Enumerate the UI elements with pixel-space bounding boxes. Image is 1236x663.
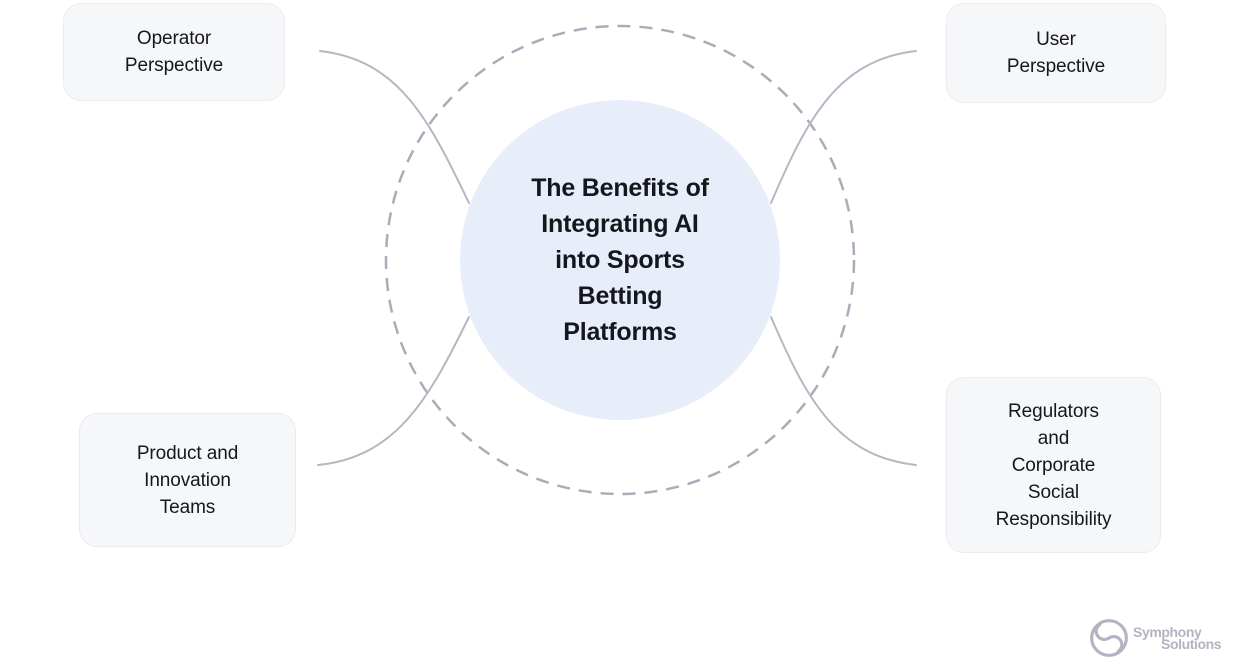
node-label: Operator Perspective <box>124 28 224 76</box>
node-label: Product and Innovation Teams <box>136 442 239 518</box>
node-label: User Perspective <box>1006 29 1106 77</box>
center-circle <box>460 100 780 420</box>
symphony-solutions-logo: Symphony Solutions <box>1088 617 1222 659</box>
logo-word-symphony: Symphony <box>1133 624 1202 640</box>
connector-product-innovation-teams <box>317 316 470 466</box>
logo-word-solutions: Solutions <box>1161 636 1222 652</box>
node-user-perspective: User Perspective <box>946 3 1166 103</box>
connector-regulators-csr <box>770 316 917 466</box>
node-label: Regulators and Corporate Social Responsi… <box>995 400 1112 530</box>
connector-user-perspective <box>770 50 917 204</box>
node-regulators-csr: Regulators and Corporate Social Responsi… <box>946 377 1161 553</box>
node-product-innovation-teams: Product and Innovation Teams <box>79 413 296 547</box>
node-operator-perspective: Operator Perspective <box>63 3 285 101</box>
logo-wordmark: Symphony Solutions <box>1133 624 1222 652</box>
connector-operator-perspective <box>319 50 470 204</box>
dashed-orbit-circle <box>384 24 856 496</box>
center-label: The Benefits of Integrating AI into Spor… <box>531 174 709 346</box>
symphony-logo-icon <box>1090 619 1128 657</box>
